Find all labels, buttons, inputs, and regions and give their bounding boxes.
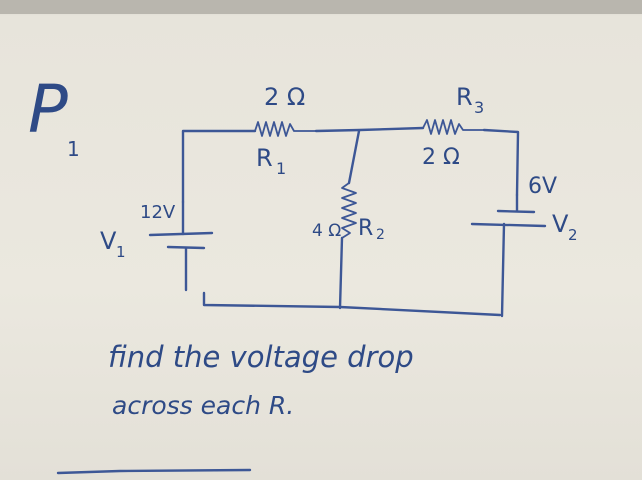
wire-top-middle — [314, 126, 425, 133]
battery-v1: 12V V 1 — [100, 200, 214, 261]
resistor-r1: 2 Ω R 1 — [254, 83, 317, 178]
instruction-line-2: across each R. — [112, 391, 294, 420]
wire-r2-bottom — [338, 236, 344, 310]
wire-top-right — [482, 128, 520, 197]
resistor-r1-value: 2 Ω — [264, 83, 305, 111]
problem-subscript: 1 — [67, 137, 80, 161]
resistor-r1-subscript: 1 — [276, 159, 286, 178]
resistor-r3-subscript: 3 — [474, 98, 484, 117]
battery-v2-name: V — [552, 210, 569, 238]
battery-v1-long-plate — [148, 231, 214, 237]
bottom-underline — [56, 468, 252, 475]
battery-v2: 6V V 2 — [470, 174, 578, 244]
battery-v1-short-plate — [166, 245, 206, 250]
wire-bottom — [202, 291, 502, 317]
problem-label: P — [28, 71, 68, 148]
resistor-r2: 4 Ω R 2 — [312, 182, 385, 243]
wire-top-left — [181, 129, 257, 204]
resistor-r2-name: R — [358, 216, 373, 241]
resistor-r1-zigzag — [254, 121, 317, 137]
battery-v1-subscript: 1 — [116, 243, 126, 261]
resistor-r1-name: R — [256, 144, 273, 172]
instruction-line-1: find the voltage drop — [108, 340, 414, 374]
battery-v2-long-plate — [470, 222, 547, 228]
battery-v1-name: V — [100, 227, 117, 255]
battery-v2-subscript: 2 — [568, 226, 578, 244]
problem-number: P 1 — [28, 71, 80, 161]
board-frame-edge — [0, 0, 642, 14]
resistor-r3: R 3 2 Ω — [422, 83, 485, 170]
resistor-r2-subscript: 2 — [376, 227, 385, 243]
wire-v2-down — [500, 222, 506, 318]
resistor-r3-zigzag — [422, 119, 485, 135]
battery-v1-value: 12V — [140, 202, 176, 223]
resistor-r2-zigzag — [341, 182, 357, 239]
circuit-wires — [181, 126, 520, 318]
wire-node-r2 — [347, 129, 361, 185]
battery-v2-value: 6V — [528, 174, 557, 199]
resistor-r2-value: 4 Ω — [312, 221, 341, 241]
resistor-r3-value: 2 Ω — [422, 145, 460, 170]
instructions: find the voltage drop across each R. — [108, 340, 414, 420]
resistor-r3-name: R — [456, 83, 473, 111]
